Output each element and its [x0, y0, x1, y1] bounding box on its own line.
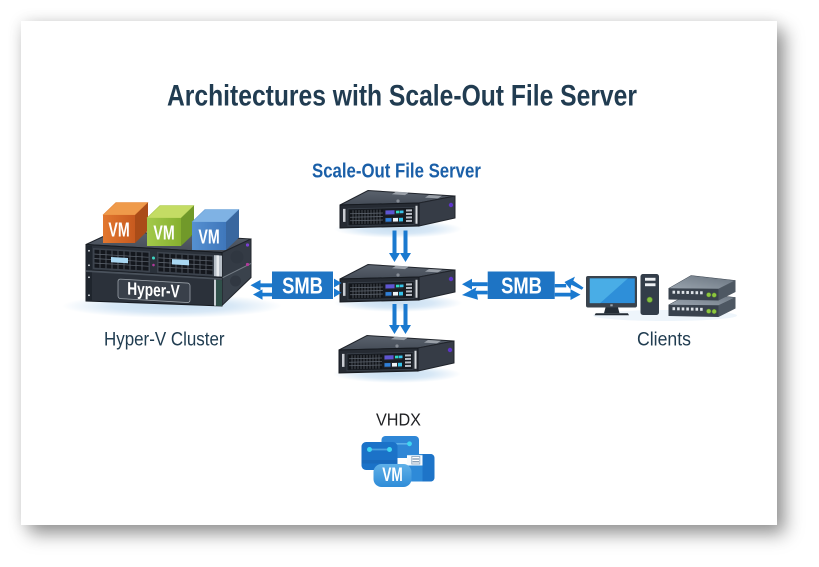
svg-text:Clients: Clients	[637, 328, 691, 350]
svg-text:VM: VM	[108, 218, 129, 241]
svg-text:SMB: SMB	[501, 274, 542, 299]
svg-text:Scale-Out File Server: Scale-Out File Server	[312, 159, 481, 182]
svg-text:SMB: SMB	[282, 274, 323, 299]
svg-text:Hyper-V: Hyper-V	[127, 280, 180, 302]
svg-text:VM: VM	[382, 464, 403, 486]
svg-text:VM: VM	[153, 221, 174, 244]
svg-text:VHDX: VHDX	[376, 410, 422, 430]
svg-text:VM: VM	[198, 225, 219, 248]
svg-text:Hyper-V Cluster: Hyper-V Cluster	[104, 329, 225, 350]
svg-text:Architectures with Scale-Out F: Architectures with Scale-Out File Server	[167, 78, 637, 112]
